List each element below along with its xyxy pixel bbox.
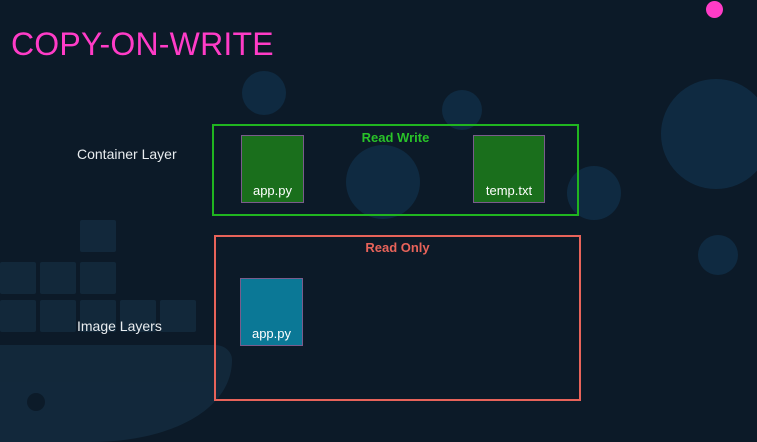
- file-temp-txt: temp.txt: [473, 135, 545, 203]
- file-name: app.py: [252, 183, 293, 198]
- file-app-py-image: app.py: [240, 278, 303, 346]
- image-layers-label: Image Layers: [77, 318, 162, 334]
- read-only-layer-box: Read Only app.py: [214, 235, 581, 401]
- read-write-heading: Read Write: [361, 130, 430, 145]
- container-layer-label: Container Layer: [77, 146, 177, 162]
- file-name: temp.txt: [485, 183, 533, 198]
- read-only-heading: Read Only: [365, 240, 430, 255]
- accent-dot: [706, 1, 723, 18]
- file-app-py-container: app.py: [241, 135, 304, 203]
- slide-title: COPY-ON-WRITE: [11, 26, 274, 62]
- file-name: app.py: [251, 326, 292, 341]
- read-write-layer-box: Read Write app.py temp.txt: [212, 124, 579, 216]
